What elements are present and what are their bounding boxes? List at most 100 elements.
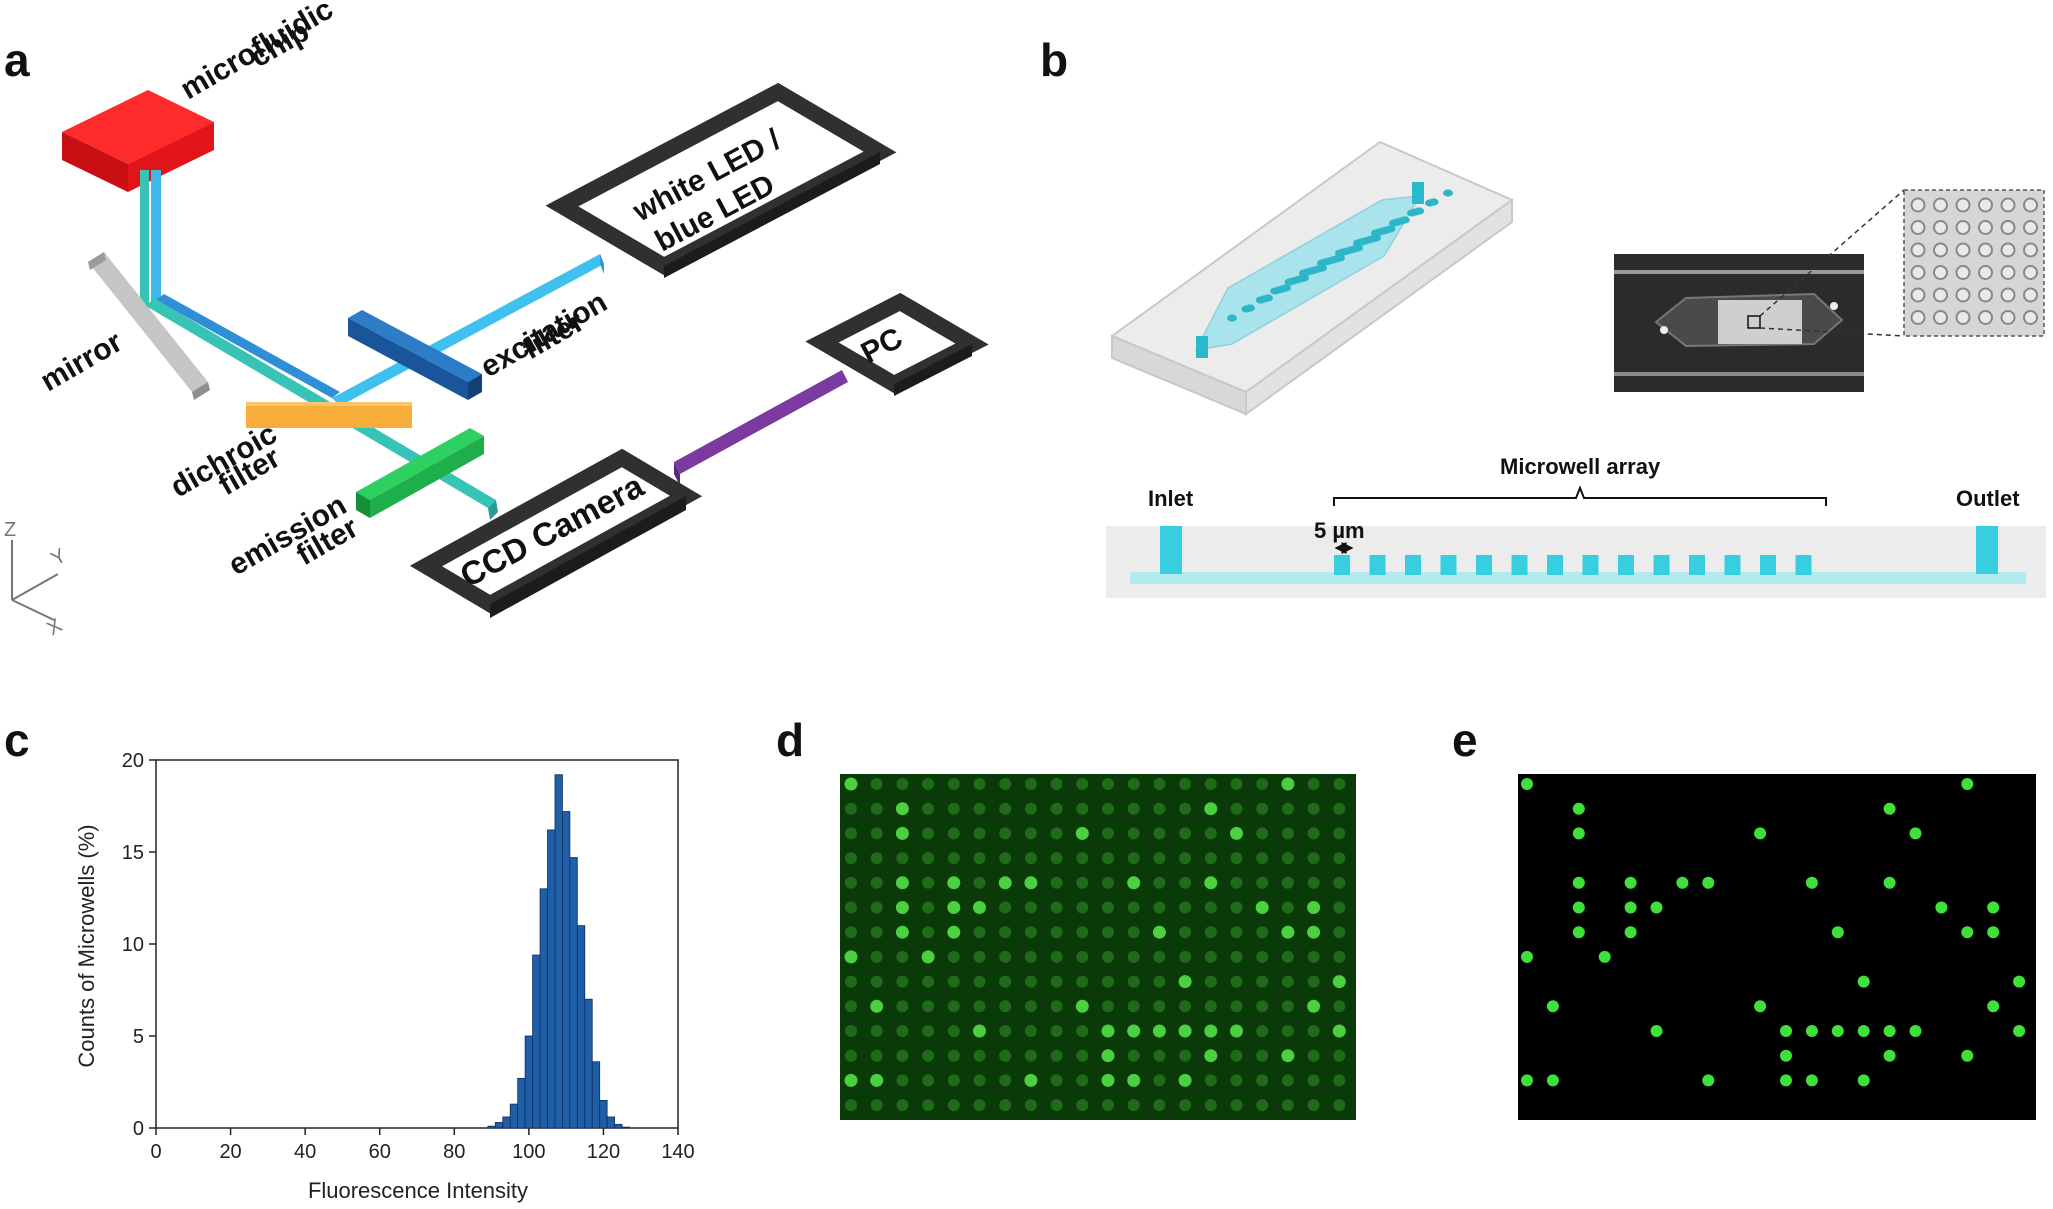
dim-well <box>1153 1074 1166 1087</box>
dim-well <box>922 975 935 988</box>
inset-well <box>2000 310 2016 325</box>
positive-well <box>1831 926 1844 939</box>
axis-z-label: Z <box>4 519 16 541</box>
inset-well <box>1910 197 1926 213</box>
bright-well <box>895 802 909 816</box>
bright-well <box>921 950 935 964</box>
dim-well <box>973 802 986 815</box>
positive-well <box>1521 778 1533 790</box>
y-tick-label: 5 <box>133 1026 144 1048</box>
dim-well <box>870 802 883 815</box>
y-tick-label: 15 <box>122 842 144 864</box>
dim-well <box>1127 778 1140 790</box>
positive-well <box>1521 1074 1533 1087</box>
panel-d-label: d <box>776 714 804 766</box>
inset-well <box>1978 310 1993 325</box>
panel-b-label: b <box>1040 34 1068 86</box>
dim-well <box>1333 1099 1346 1112</box>
dim-well <box>1230 778 1243 790</box>
inset-well <box>1910 287 1926 303</box>
cross-section-well <box>1476 555 1492 575</box>
positive-well <box>1598 950 1611 963</box>
dim-well <box>1050 926 1063 939</box>
cross-section-well <box>1724 555 1741 575</box>
dim-well <box>1204 852 1217 865</box>
dim-well <box>947 802 960 815</box>
positive-well <box>1987 926 2000 939</box>
dim-well <box>1024 901 1037 914</box>
bright-well <box>1127 1024 1141 1038</box>
dichroic-filter <box>246 402 412 428</box>
dim-well <box>896 852 909 865</box>
dim-well <box>922 827 935 840</box>
dim-well <box>1333 1000 1346 1013</box>
dim-well <box>1179 901 1192 914</box>
inset-well <box>1933 242 1948 258</box>
positive-well <box>1780 1049 1792 1062</box>
positive-well <box>1961 1049 1974 1062</box>
histogram-bar <box>547 829 556 1129</box>
chip-well <box>1299 274 1309 282</box>
dim-well <box>1102 926 1114 939</box>
cross-section-well <box>1511 555 1528 575</box>
inset-well <box>1933 287 1948 303</box>
dim-well <box>896 1074 909 1087</box>
dim-well <box>922 1049 935 1062</box>
histogram-bar <box>606 1116 616 1129</box>
dim-well <box>1307 1099 1320 1112</box>
dim-well <box>1102 975 1114 988</box>
dim-well <box>870 1025 883 1037</box>
dim-well <box>1179 1049 1192 1062</box>
dim-well <box>1179 950 1192 963</box>
dim-well <box>1127 901 1140 914</box>
bright-well <box>1281 925 1295 939</box>
dim-well <box>1307 827 1320 840</box>
chip-well <box>1353 244 1363 252</box>
histogram-bar <box>509 1103 519 1129</box>
dim-well <box>1024 852 1037 865</box>
bright-well <box>1075 826 1089 840</box>
inset-well <box>2023 265 2038 280</box>
dim-well <box>1256 852 1269 865</box>
histogram-bar <box>599 1100 608 1129</box>
chip-well <box>1227 314 1237 322</box>
positive-well <box>1883 1025 1896 1037</box>
dim-well <box>1153 1049 1166 1062</box>
histogram-bar <box>576 925 586 1129</box>
bright-well <box>1075 999 1089 1013</box>
cross-section-well <box>1405 555 1421 575</box>
positive-well <box>2013 1025 2026 1037</box>
dim-well <box>1204 1099 1217 1112</box>
chip-well <box>1385 225 1396 233</box>
dim-well <box>1179 852 1192 865</box>
dim-well <box>1050 950 1063 963</box>
positive-well <box>1572 926 1585 939</box>
bright-well <box>870 999 884 1013</box>
dim-well <box>1256 827 1269 840</box>
axis-y-label: Y <box>48 545 71 571</box>
microwell-array-label: Microwell array <box>1500 454 1661 479</box>
dim-well <box>870 926 883 939</box>
dim-well <box>922 876 935 889</box>
bright-well <box>1101 1073 1115 1087</box>
dim-well <box>870 778 883 790</box>
dim-well <box>896 778 909 790</box>
positive-well <box>1909 827 1922 840</box>
positive-well <box>1572 827 1585 840</box>
scale-label: 5 µm <box>1314 518 1365 543</box>
dim-well <box>1127 802 1140 815</box>
bright-well <box>1152 925 1166 939</box>
array-brace <box>1333 485 1827 506</box>
bright-well <box>973 1024 986 1038</box>
dim-well <box>845 975 857 988</box>
dim-well <box>870 950 883 963</box>
y-tick-label: 10 <box>122 934 144 956</box>
inset-well <box>2000 197 2016 213</box>
dim-well <box>1102 852 1114 865</box>
axis-indicator <box>11 540 59 621</box>
bright-well <box>1127 1073 1141 1087</box>
dim-well <box>999 1099 1012 1112</box>
dim-well <box>1307 852 1320 865</box>
bright-well <box>1178 1073 1192 1087</box>
